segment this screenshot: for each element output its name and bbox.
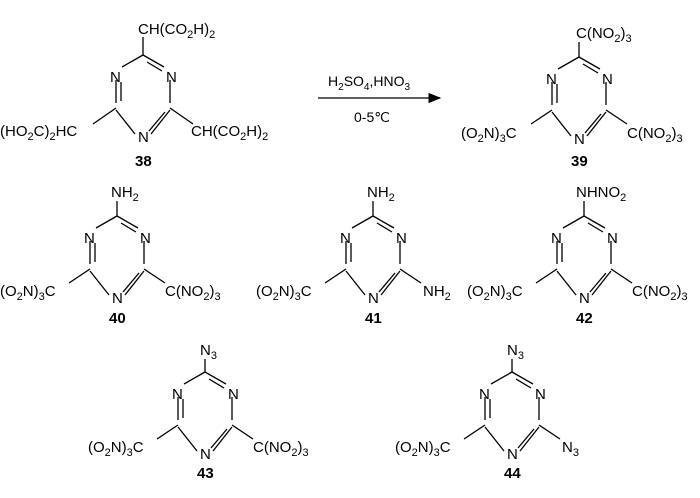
ring-nitrogen: N [172,386,183,403]
compound-number: 39 [571,153,588,170]
ring-nitrogen: N [340,230,351,247]
substituent-right: C(NO2)3 [627,125,683,145]
substituent-right: C(NO2)3 [632,283,688,303]
substituent-right: CH(CO2H)2 [191,123,268,143]
temperature-label: 0-5℃ [354,109,390,125]
compound-number: 42 [576,310,593,327]
substituent-right: C(NO2)3 [253,439,309,459]
ring-nitrogen: N [602,71,613,88]
compound-number: 40 [109,310,126,327]
ring-nitrogen: N [546,71,557,88]
substituent-left: (O2N)3C [461,125,517,145]
ring-nitrogen: N [200,446,211,463]
substituent-right: NH2 [423,283,451,303]
substituent-left: (HO2C)2HC [0,123,77,143]
ring-nitrogen: N [138,129,149,146]
substituent-left: (O2N)3C [256,283,312,303]
compound-43: N N N N3 (O2N)3C C(NO2)3 43 [88,342,309,482]
ring-nitrogen: N [479,386,490,403]
substituent-top: CH(CO2H)2 [138,21,215,41]
substituent-top: NHNO2 [576,184,626,204]
substituent-top: C(NO2)3 [576,25,632,45]
ring-nitrogen: N [535,386,546,403]
ring-nitrogen: N [140,230,151,247]
compound-42: N N N NHNO2 (O2N)3C C(NO2)3 42 [467,184,688,327]
compound-38: N N N CH(CO2H)2 (HO2C)2HC CH(CO2H)2 38 [0,21,268,170]
compound-39: N N N C(NO2)3 (O2N)3C C(NO2)3 39 [461,25,683,170]
substituent-top: NH2 [367,184,395,204]
substituent-right: N3 [562,439,579,459]
reagents-label: H2SO4,HNO3 [328,73,410,93]
substituent-right: C(NO2)3 [165,283,221,303]
ring-nitrogen: N [607,230,618,247]
compound-number: 44 [504,465,521,482]
compound-44: N N N N3 (O2N)3C N3 44 [395,342,579,482]
substituent-left: (O2N)3C [0,283,56,303]
ring-nitrogen: N [166,69,177,86]
ring-nitrogen: N [110,69,121,86]
ring-nitrogen: N [579,290,590,307]
substituent-top: N3 [200,342,217,362]
substituent-left: (O2N)3C [467,283,523,303]
compound-number: 43 [197,465,214,482]
ring-nitrogen: N [112,290,123,307]
ring-nitrogen: N [368,290,379,307]
ring-nitrogen: N [551,230,562,247]
substituent-top: NH2 [111,184,139,204]
substituent-top: N3 [507,342,524,362]
compound-number: 38 [135,153,152,170]
compound-41: N N N NH2 (O2N)3C NH2 41 [256,184,451,327]
ring-nitrogen: N [84,230,95,247]
reaction-arrow: H2SO4,HNO3 0-5℃ [318,73,442,125]
compound-40: N N N NH2 (O2N)3C C(NO2)3 40 [0,184,221,327]
compound-number: 41 [365,310,382,327]
ring-nitrogen: N [574,131,585,148]
ring-nitrogen: N [228,386,239,403]
ring-nitrogen: N [507,446,518,463]
substituent-left: (O2N)3C [88,439,144,459]
ring-nitrogen: N [396,230,407,247]
substituent-left: (O2N)3C [395,439,451,459]
